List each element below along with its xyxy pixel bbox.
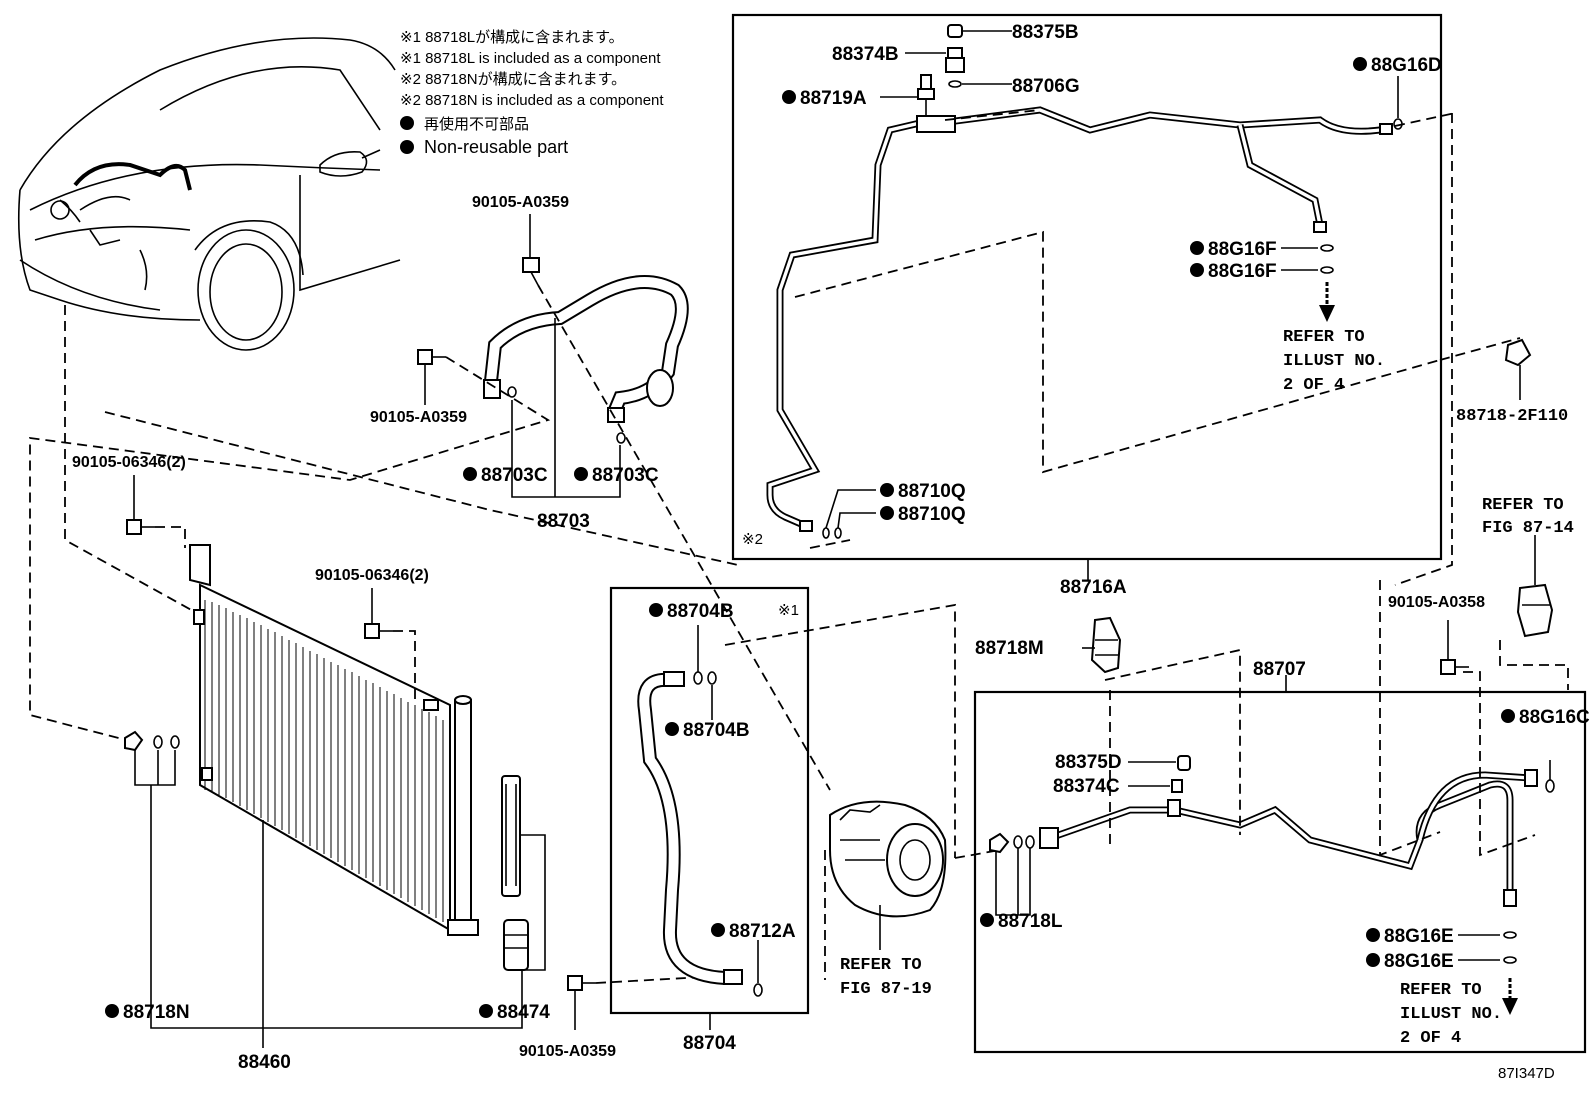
hose-88704 (637, 671, 763, 997)
pipe-88716A (766, 24, 1393, 532)
compressor (829, 800, 947, 918)
label-90105-06346-1: 90105-06346(2) (72, 454, 186, 471)
refer-fig-87-14-1: REFER TO (1482, 496, 1564, 515)
label-88374C: 88374C (1053, 776, 1120, 797)
refer-illust-top-1: REFER TO (1283, 328, 1365, 347)
box-88716A (731, 13, 1443, 561)
refer-fig-87-14-2: FIG 87-14 (1482, 519, 1574, 538)
label-88718N: 88718N (123, 1002, 190, 1023)
non-reusable-dot-icon (574, 467, 588, 481)
label-90105-A0359-bottom: 90105-A0359 (519, 1043, 616, 1060)
non-reusable-dot-icon (400, 116, 414, 130)
arrow-down-icon (1319, 282, 1335, 322)
bolts-90105-06346 (126, 519, 393, 639)
label-88710Q-2: 88710Q (898, 504, 966, 525)
label-88703C-2: 88703C (592, 465, 659, 486)
label-88704B-1: 88704B (667, 601, 734, 622)
non-reusable-dot-icon (1353, 57, 1367, 71)
label-88G16E-2: 88G16E (1384, 951, 1454, 972)
non-reusable-dot-icon (1366, 928, 1380, 942)
label-88704: 88704 (683, 1033, 736, 1054)
refer-fig-87-19-1: REFER TO (840, 956, 922, 975)
label-88707: 88707 (1253, 659, 1306, 680)
label-88474: 88474 (497, 1002, 550, 1023)
condenser-88460 (189, 544, 479, 936)
non-reusable-dot-icon (782, 90, 796, 104)
label-88G16F-2: 88G16F (1208, 261, 1277, 282)
non-reusable-dot-icon (105, 1004, 119, 1018)
label-88718-2F110: 88718-2F110 (1456, 407, 1568, 426)
non-reusable-dot-icon (649, 603, 663, 617)
connector-fig-87-14 (1516, 583, 1554, 638)
note-line-5: 再使用不可部品 (424, 116, 529, 133)
label-88G16C: 88G16C (1519, 707, 1590, 728)
label-88716A: 88716A (1060, 577, 1127, 598)
non-reusable-dot-icon (479, 1004, 493, 1018)
label-90105-A0359-left: 90105-A0359 (370, 409, 467, 426)
connector-88718M (1090, 616, 1122, 674)
non-reusable-dot-icon (880, 483, 894, 497)
label-88G16E-1: 88G16E (1384, 926, 1454, 947)
clip-88718-2F110 (1504, 338, 1532, 367)
box-88704 (609, 586, 810, 1015)
label-88374B: 88374B (832, 44, 899, 65)
non-reusable-dot-icon (1190, 241, 1204, 255)
non-reusable-dot-icon (1366, 953, 1380, 967)
arrow-down-icon (1502, 978, 1518, 1015)
label-88703C-1: 88703C (481, 465, 548, 486)
note-line-6: Non-reusable part (424, 137, 568, 157)
note-line-3: ※2 88718Nが構成に含まれます。 (400, 71, 626, 88)
non-reusable-dot-icon (665, 722, 679, 736)
refer-illust-bot-1: REFER TO (1400, 981, 1482, 1000)
legend-notes: ※1 88718Lが構成に含まれます。 ※1 88718L is include… (400, 29, 664, 157)
refer-illust-bot-3: 2 OF 4 (1400, 1029, 1461, 1048)
pipe-88707 (989, 755, 1555, 964)
figure-code: 87I347D (1498, 1065, 1555, 1082)
non-reusable-dot-icon (711, 923, 725, 937)
non-reusable-dot-icon (1501, 709, 1515, 723)
refer-fig-87-19-2: FIG 87-19 (840, 980, 932, 999)
note-line-2: ※1 88718L is included as a component (400, 50, 661, 67)
label-88375B: 88375B (1012, 22, 1079, 43)
non-reusable-dot-icon (463, 467, 477, 481)
label-90105-A0358: 90105-A0358 (1388, 594, 1485, 611)
mark-1: ※1 (778, 602, 799, 619)
label-88460: 88460 (238, 1052, 291, 1073)
refer-illust-top-3: 2 OF 4 (1283, 376, 1344, 395)
note-line-1: ※1 88718Lが構成に含まれます。 (400, 29, 624, 46)
non-reusable-dot-icon (880, 506, 894, 520)
label-88G16D: 88G16D (1371, 55, 1442, 76)
label-90105-06346-2: 90105-06346(2) (315, 567, 429, 584)
label-88710Q-1: 88710Q (898, 481, 966, 502)
label-88706G: 88706G (1012, 76, 1080, 97)
label-88G16F-1: 88G16F (1208, 239, 1277, 260)
label-88704B-2: 88704B (683, 720, 750, 741)
label-88719A: 88719A (800, 88, 867, 109)
label-88712A: 88712A (729, 921, 796, 942)
non-reusable-dot-icon (980, 913, 994, 927)
mark-2: ※2 (742, 531, 763, 548)
label-88718M: 88718M (975, 638, 1044, 659)
label-88703: 88703 (537, 511, 590, 532)
non-reusable-dot-icon (400, 140, 414, 154)
label-88375D: 88375D (1055, 752, 1122, 773)
non-reusable-dot-icon (1190, 263, 1204, 277)
label-88718L: 88718L (998, 911, 1063, 932)
label-90105-A0359-top: 90105-A0359 (472, 194, 569, 211)
parts-88474 (501, 775, 529, 971)
box-88707 (973, 690, 1587, 1054)
vehicle-illustration (17, 37, 401, 351)
note-line-4: ※2 88718N is included as a component (400, 92, 664, 109)
parts-88718N (124, 730, 180, 752)
refer-illust-bot-2: ILLUST NO. (1400, 1005, 1502, 1024)
refer-illust-top-2: ILLUST NO. (1283, 352, 1385, 371)
hose-88703 (417, 257, 689, 444)
